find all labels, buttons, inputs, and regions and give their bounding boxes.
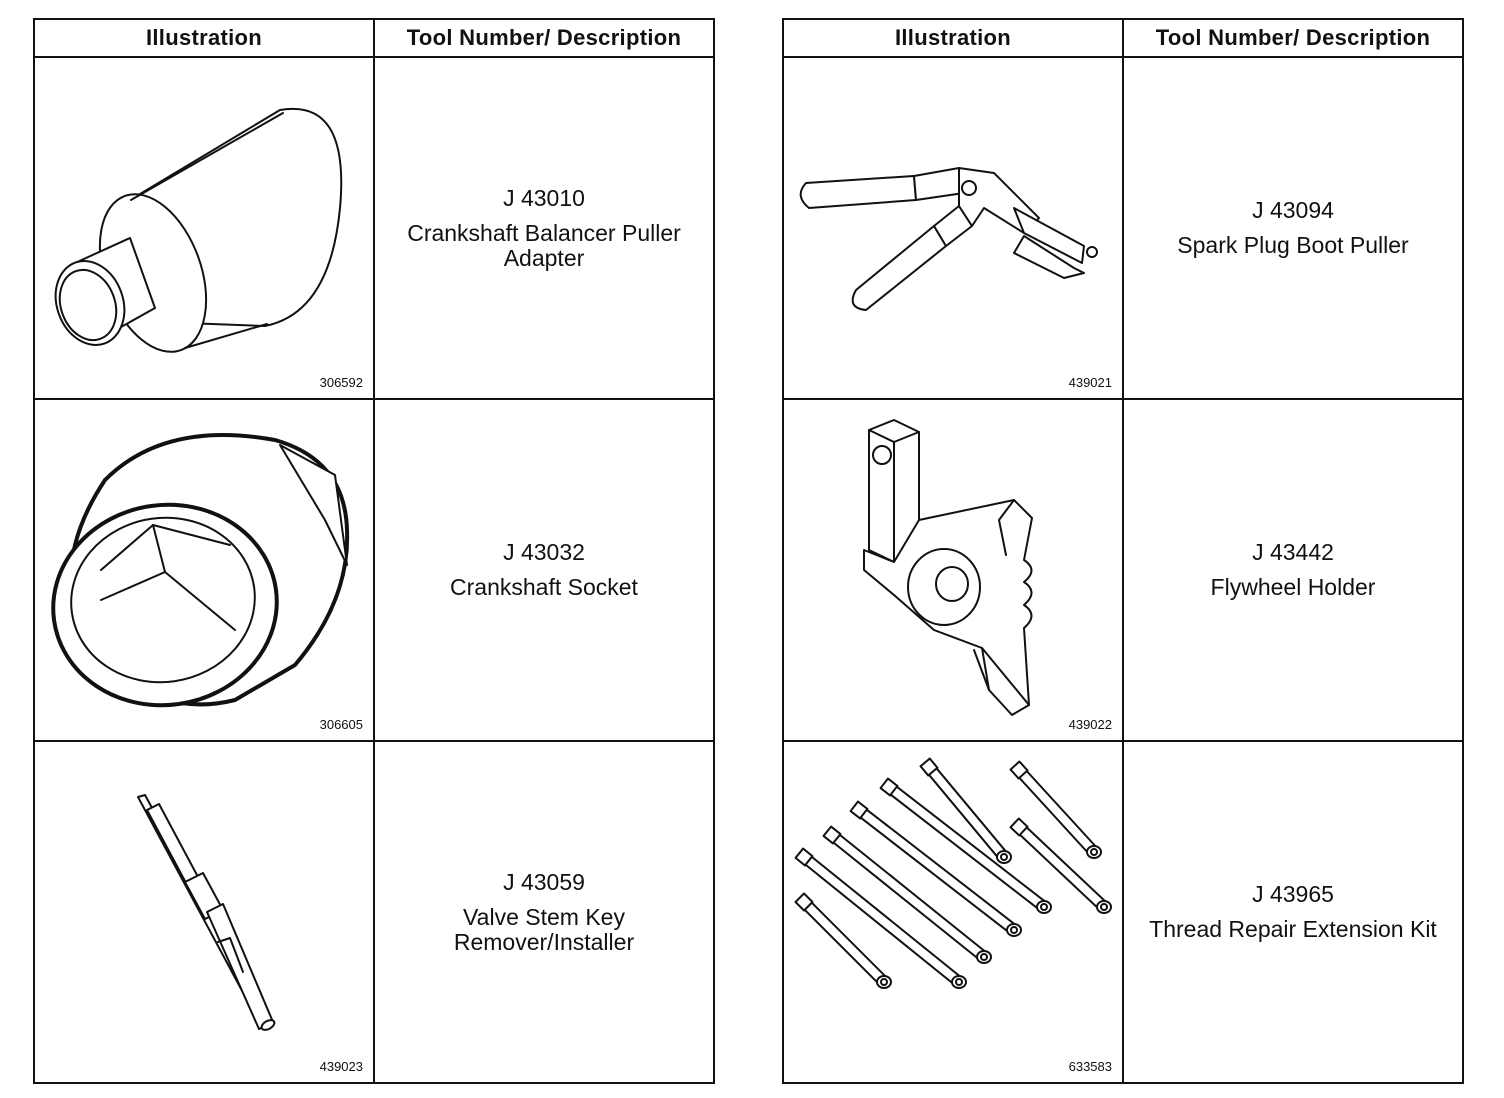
balancer-puller-adapter-icon (54, 107, 343, 353)
table-header-row: Illustration Tool Number/ Description (782, 18, 1464, 58)
tool-number: J 43010 (503, 184, 585, 211)
table-header-row: Illustration Tool Number/ Description (33, 18, 715, 58)
table-row: 439021 J 43094 Spark Plug Boot Puller (782, 56, 1464, 400)
tool-description: Valve Stem Key Remover/Installer (453, 903, 635, 955)
table-row: 439023 J 43059 Valve Stem Key Remover/In… (33, 740, 715, 1084)
description-cell: J 43442 Flywheel Holder (1122, 398, 1464, 742)
tool-description: Crankshaft Balancer Puller Adapter (407, 219, 681, 271)
extension-rod-icon (849, 800, 1022, 937)
figure-number: 439021 (1068, 375, 1112, 390)
tool-description: Flywheel Holder (1210, 574, 1376, 600)
figure-number: 439022 (1068, 717, 1112, 732)
extension-rod-icon (1009, 817, 1112, 914)
extension-rod-icon (822, 825, 992, 964)
column-header-illustration: Illustration (33, 18, 375, 58)
tool-number: J 43059 (503, 868, 585, 895)
figure-number: 439023 (319, 1059, 363, 1074)
tool-description: Crankshaft Socket (450, 574, 638, 600)
table-row: 439022 J 43442 Flywheel Holder (782, 398, 1464, 742)
tool-number: J 43965 (1252, 881, 1334, 907)
tool-number: J 43032 (503, 539, 585, 565)
column-header-description: Tool Number/ Description (373, 18, 715, 58)
figure-number: 633583 (1068, 1059, 1112, 1074)
tool-number: J 43442 (1252, 539, 1334, 565)
illustration-cell: 306592 (33, 56, 375, 400)
figure-number: 306605 (319, 717, 363, 732)
figure-number: 306592 (319, 375, 363, 390)
illustration-cell: 439023 (33, 740, 375, 1084)
illustration-cell: 306605 (33, 398, 375, 742)
description-cell: J 43094 Spark Plug Boot Puller (1122, 56, 1464, 400)
extension-rod-icon (919, 757, 1012, 864)
description-cell: J 43032 Crankshaft Socket (373, 398, 715, 742)
tool-table-right: Illustration Tool Number/ Description 43… (782, 18, 1464, 1084)
column-header-illustration: Illustration (782, 18, 1124, 58)
description-cell: J 43059 Valve Stem Key Remover/Installer (373, 740, 715, 1084)
crankshaft-socket-icon (51, 433, 350, 708)
spark-plug-boot-puller-icon (799, 167, 1098, 311)
tool-table-left: Illustration Tool Number/ Description 30… (33, 18, 715, 1084)
illustration-cell: 439022 (782, 398, 1124, 742)
extension-rod-icon (794, 847, 967, 989)
description-cell: J 43965 Thread Repair Extension Kit (1122, 740, 1464, 1084)
illustration-cell: 439021 (782, 56, 1124, 400)
tool-number: J 43094 (1252, 197, 1334, 223)
table-row: 306592 J 43010 Crankshaft Balancer Pulle… (33, 56, 715, 400)
description-cell: J 43010 Crankshaft Balancer Puller Adapt… (373, 56, 715, 400)
valve-stem-key-tool-icon (137, 794, 276, 1031)
extension-rod-icon (1009, 760, 1102, 859)
flywheel-holder-icon (863, 419, 1033, 716)
extension-rod-icon (879, 777, 1052, 914)
column-header-description: Tool Number/ Description (1122, 18, 1464, 58)
tool-description: Thread Repair Extension Kit (1149, 916, 1437, 942)
table-row: 306605 J 43032 Crankshaft Socket (33, 398, 715, 742)
thread-repair-extension-kit-icon (794, 757, 1112, 989)
extension-rod-icon (794, 892, 892, 989)
illustration-cell: 633583 (782, 740, 1124, 1084)
tool-description: Spark Plug Boot Puller (1177, 232, 1409, 258)
table-row: 633583 J 43965 Thread Repair Extension K… (782, 740, 1464, 1084)
